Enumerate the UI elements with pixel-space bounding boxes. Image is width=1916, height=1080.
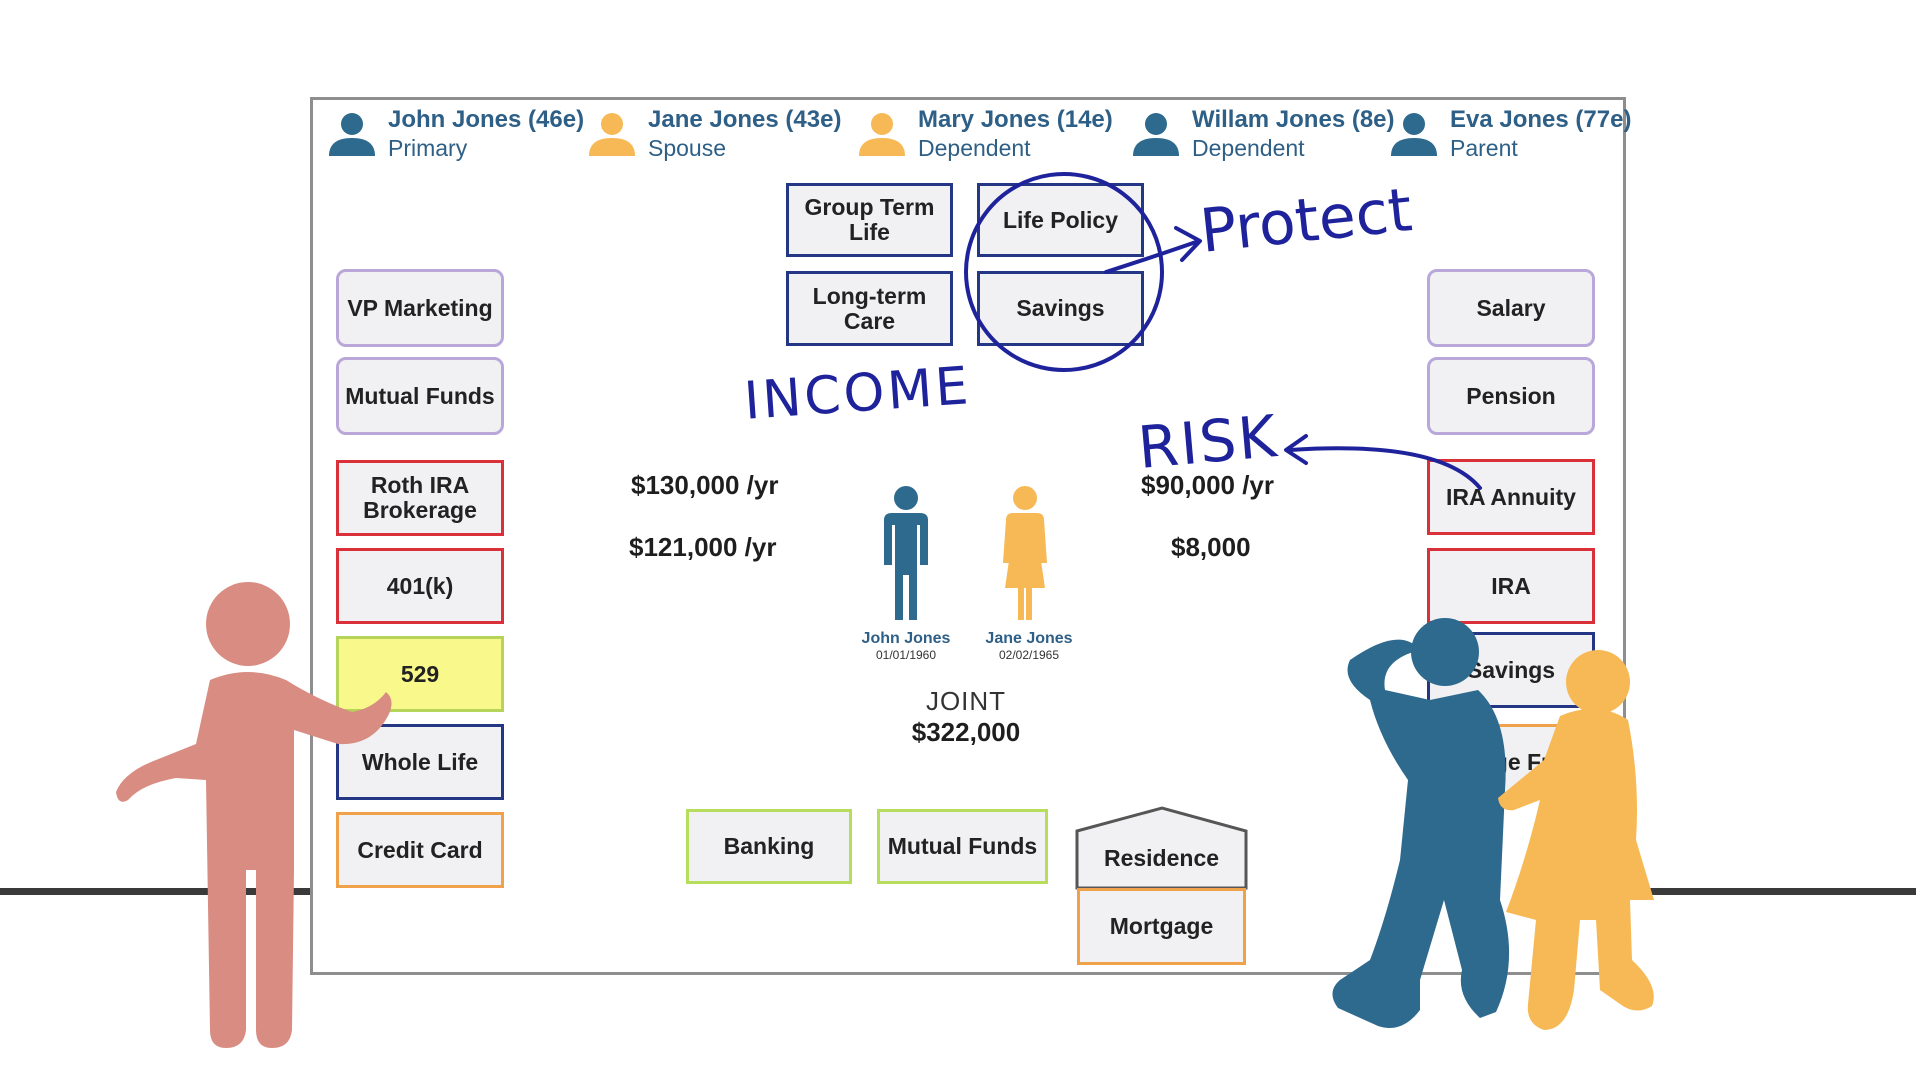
mutual-funds-joint-box[interactable]: Mutual Funds [877, 809, 1048, 884]
jane-income-amount: $90,000 /yr [1141, 470, 1275, 500]
john-center-label: John Jones 01/01/1960 [836, 630, 976, 662]
family-member-jane[interactable]: Jane Jones (43e) Spouse [586, 106, 841, 162]
family-member-role: Dependent [1192, 135, 1305, 161]
john-assets-amount: $121,000 /yr [629, 532, 777, 562]
jane-center-label: Jane Jones 02/02/1965 [959, 630, 1099, 662]
person-name: Jane Jones [985, 630, 1073, 647]
long-term-care-box[interactable]: Long-term Care [786, 271, 953, 346]
529-box[interactable]: 529 [336, 636, 504, 712]
john-figure-icon [884, 486, 928, 620]
mutual-funds-left-box[interactable]: Mutual Funds [336, 357, 504, 435]
credit-card-box[interactable]: Credit Card [336, 812, 504, 888]
person-dob: 01/01/1960 [875, 648, 937, 662]
401k-box[interactable]: 401(k) [336, 548, 504, 624]
person-dob: 02/02/1965 [998, 648, 1060, 662]
person-icon [859, 113, 905, 156]
man-figure-icon [1332, 618, 1510, 1028]
joint-label: JOINT [925, 686, 1007, 716]
family-member-role: Dependent [918, 135, 1031, 161]
woman-figure-icon [1498, 650, 1654, 1030]
vp-marketing-box[interactable]: VP Marketing [336, 269, 504, 347]
joint-value: $322,000 [911, 717, 1021, 747]
john-income-amount: $130,000 /yr [631, 470, 779, 500]
person-icon [589, 113, 635, 156]
group-term-life-box[interactable]: Group Term Life [786, 183, 953, 257]
person-name: John Jones [861, 630, 951, 647]
family-member-name: Jane Jones (43e) [648, 106, 842, 133]
family-member-name: Willam Jones (8e) [1192, 106, 1395, 133]
risk-arrow-line [1288, 446, 1482, 490]
family-member-john[interactable]: John Jones (46e) Primary [326, 106, 584, 162]
roth-ira-brokerage-box[interactable]: Roth IRA Brokerage [336, 460, 504, 536]
joint-summary: JOINT $322,000 [866, 686, 1066, 748]
person-icon [329, 113, 375, 156]
person-icon [1391, 113, 1437, 156]
protect-arrowhead [1174, 226, 1202, 262]
pension-box[interactable]: Pension [1427, 357, 1595, 435]
salary-box[interactable]: Salary [1427, 269, 1595, 347]
protect-circle [964, 172, 1164, 372]
family-member-willam[interactable]: Willam Jones (8e) Dependent [1130, 106, 1395, 162]
whole-life-box[interactable]: Whole Life [336, 724, 504, 800]
family-member-role: Spouse [648, 135, 727, 161]
family-member-mary[interactable]: Mary Jones (14e) Dependent [856, 106, 1113, 162]
ira-box[interactable]: IRA [1427, 548, 1595, 624]
residence-box[interactable]: Residence [1103, 844, 1220, 871]
banking-box[interactable]: Banking [686, 809, 852, 884]
family-member-role: Parent [1450, 135, 1518, 161]
family-member-name: Eva Jones (77e) [1450, 106, 1632, 133]
mortgage-box[interactable]: Mortgage [1077, 888, 1246, 965]
savings-box[interactable]: Savings [977, 271, 1144, 346]
person-icon [1133, 113, 1179, 156]
family-member-name: Mary Jones (14e) [918, 106, 1113, 133]
family-member-name: John Jones (46e) [388, 106, 585, 133]
family-member-role: Primary [388, 135, 468, 161]
presenter-figure-icon [116, 582, 392, 1048]
protect-arrow-line [1104, 240, 1198, 274]
ira-annuity-box[interactable]: IRA Annuity [1427, 459, 1595, 535]
jane-figure-icon [1003, 486, 1047, 620]
family-member-eva[interactable]: Eva Jones (77e) Parent [1388, 106, 1631, 162]
jane-assets-amount: $8,000 [1171, 532, 1251, 562]
risk-arrowhead [1284, 434, 1308, 465]
